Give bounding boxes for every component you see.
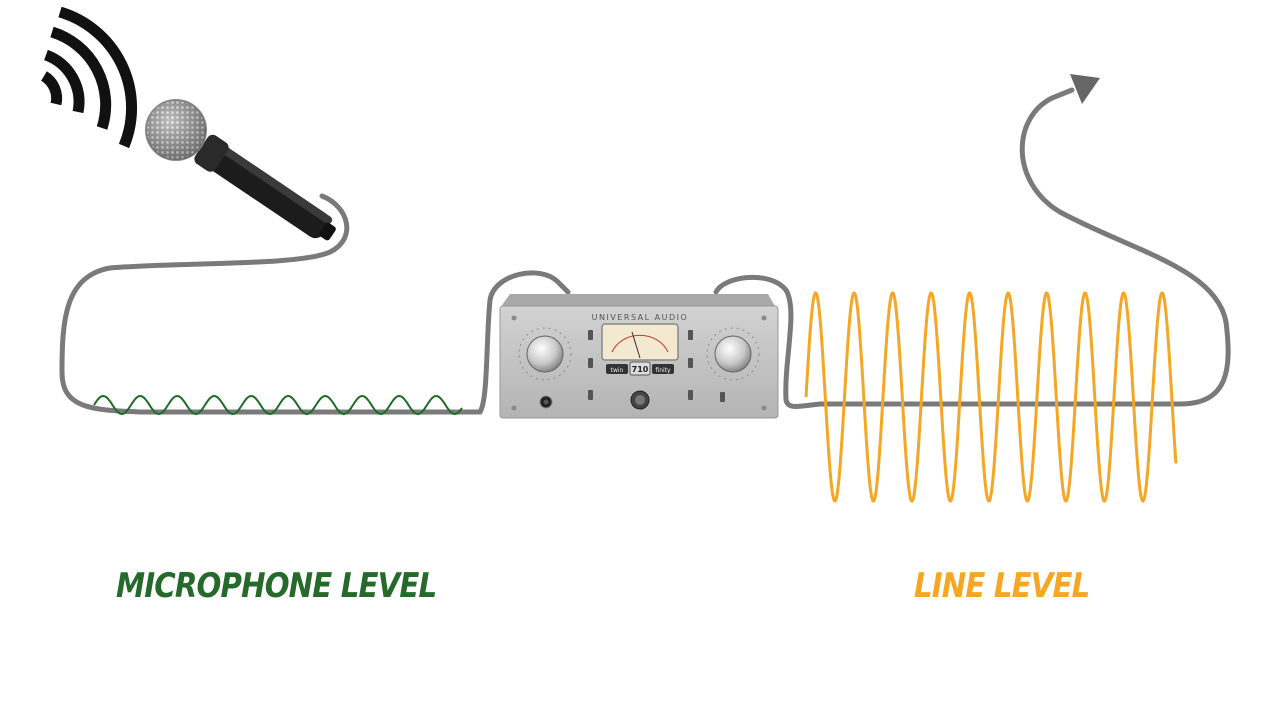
preamp-brand: UNIVERSAL AUDIO <box>592 313 689 322</box>
microphone-icon <box>145 99 336 241</box>
line-signal-wave <box>804 291 1178 503</box>
sound-waves-icon <box>40 6 138 149</box>
preamp-badge-right: finity <box>655 367 671 374</box>
line-level-label: LINE LEVEL <box>914 566 1090 606</box>
arrow-icon <box>1070 74 1100 104</box>
preamp-model: 710 <box>632 365 649 374</box>
preamp-badge-left: twin <box>611 367 624 374</box>
microphone-level-label: MICROPHONE LEVEL <box>116 566 437 606</box>
line-cable <box>713 87 1231 409</box>
preamp-unit: UNIVERSAL AUDIO twin 710 finity <box>499 294 779 419</box>
mic-signal-wave <box>93 394 463 416</box>
mic-cable <box>59 193 571 415</box>
